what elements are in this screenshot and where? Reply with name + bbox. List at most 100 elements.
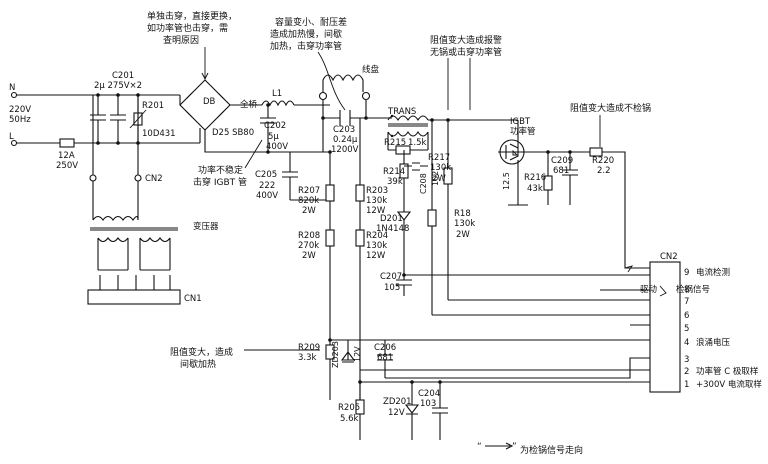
pin-4: 4 [684, 338, 689, 348]
r18-value: 130k [454, 219, 475, 229]
a6-line-0: 阻值变大，造成 [170, 346, 233, 358]
a5-line-1: 击穿 IGBT 管 [193, 176, 247, 188]
r209-name: R209 [298, 343, 320, 353]
fuse-value: 12A [58, 151, 75, 161]
r203-power: 12W [366, 206, 386, 216]
c202: C202 5μ 400V [260, 103, 288, 154]
r208-name: R208 [298, 231, 320, 241]
pin-1-label: +300V 电流取样 [696, 379, 762, 390]
d201: D201 1N4148 [376, 205, 412, 265]
cn1-box [87, 289, 181, 305]
coil-name: 线盘 [362, 64, 380, 75]
fuse [59, 138, 75, 148]
zd201-name: ZD201 [383, 397, 412, 407]
c206-value: 681 [377, 353, 393, 363]
pin-1: 1 [684, 380, 689, 390]
r208-power: 2W [302, 251, 316, 261]
trans-name: TRANS [387, 107, 416, 117]
r215 [395, 145, 411, 155]
r204-name: R204 [366, 231, 388, 241]
n-label: N [9, 83, 15, 93]
c205-name: C205 [255, 170, 277, 180]
pin-2: 2 [684, 367, 689, 377]
r203-value: 130k [366, 196, 387, 206]
db-part: D25 SB80 [212, 128, 254, 138]
igbt: IGBT 功率管 12.5 [498, 117, 536, 206]
a2-line-2: 加热，击穿功率管 [270, 40, 342, 52]
r204-power: 12W [366, 251, 386, 261]
r207-power: 2W [302, 206, 316, 216]
c204-name: C204 [418, 389, 440, 399]
drive-label: 驱动 [640, 284, 658, 295]
a1-line-0: 单独击穿，直接更换， [147, 10, 237, 22]
c201-cap1 [90, 95, 106, 143]
cn2-connector: CN2 9 电流检测 8 检锅信号 驱动 7 6 5 4 浪涌电压 3 2 功率… [640, 252, 762, 393]
pin-9-label: 电流检测 [696, 267, 730, 278]
fuse-rating: 250V [56, 161, 78, 171]
r207 [325, 184, 335, 202]
c203-value: 0.24μ [333, 135, 358, 145]
pin-3: 3 [684, 355, 689, 365]
c205: C205 222 400V [255, 152, 298, 201]
c205-voltage: 400V [256, 191, 278, 201]
transformer: CN2 变压器 CN1 [87, 95, 219, 305]
legend-quote-close: ” [512, 442, 517, 452]
r201-part: 10D431 [142, 129, 176, 139]
zd203-value: 12V [353, 346, 362, 362]
r207-name: R207 [298, 186, 320, 196]
legend-quote: “ [477, 442, 482, 452]
annotation-bridge: 单独击穿，直接更换， 如功率管也击穿，需 查明原因 [147, 10, 237, 81]
r216-value: 43k [527, 184, 543, 194]
r220 [589, 147, 603, 157]
zd203-name: ZD203 [331, 341, 340, 368]
r18-power: 2W [456, 230, 470, 240]
r217-power: 2W [432, 174, 446, 184]
wire-pin3 [385, 357, 650, 379]
c208-name: C208 [419, 173, 428, 194]
c207-value: 105 [384, 283, 400, 293]
trans: TRANS [387, 107, 429, 138]
c207: C207 105 [380, 265, 412, 296]
pin-6: 6 [684, 311, 689, 321]
freq-label: 50Hz [9, 115, 31, 125]
r216-name: R216 [524, 173, 546, 183]
c206-name: C206 [374, 343, 396, 353]
c203-voltage: 1200V [331, 145, 359, 155]
coil-section: 线盘 C203 0.24μ 1200V [318, 64, 380, 155]
zd201-value: 12V [388, 408, 405, 418]
legend-text: 为检锅信号走向 [520, 444, 583, 456]
c203-name: C203 [333, 125, 355, 135]
a1-line-2: 查明原因 [163, 34, 199, 46]
r217-value: 130k [430, 163, 451, 173]
r208 [325, 229, 335, 247]
annotation-r220: 阻值变大造成不检锅 [570, 102, 651, 147]
c208-value: 102 [431, 171, 440, 186]
a5-line-0: 功率不稳定 [198, 164, 243, 176]
c202-name: C202 [264, 121, 286, 131]
voltage-label: 220V [9, 105, 31, 115]
igbt-value: 12.5 [502, 172, 511, 190]
cn2-left-name: CN2 [145, 174, 163, 184]
transformer-name: 变压器 [193, 221, 219, 232]
r207-value: 820k [298, 196, 319, 206]
r214-value: 39k [387, 177, 403, 187]
c202-value: 5μ [268, 132, 279, 142]
lower-network: R209 3.3k ZD203 12V C206 681 R205 5.6k Z… [298, 338, 650, 440]
n-terminal [10, 91, 18, 99]
r201: R201 10D431 [129, 93, 176, 145]
pin-4-label: 浪涌电压 [696, 337, 731, 348]
wire-db-neg [204, 130, 330, 153]
annotation-r209: 阻值变大，造成 间歇加热 [170, 346, 320, 370]
l-label: L [9, 132, 14, 142]
r214-name: R214 [383, 167, 405, 177]
r204 [355, 229, 365, 247]
r18: R18 130k 2W [427, 118, 475, 315]
pin-2-label: 功率管 C 极取样 [696, 366, 759, 377]
annotation-c203: 容量变小、耐压差 造成加热慢，间歇 加热，击穿功率管 [270, 16, 347, 111]
a4: 阻值变大造成不检锅 [570, 102, 651, 114]
mains-input: N L 220V 50Hz [9, 83, 31, 147]
pin-9: 9 [684, 268, 689, 278]
r220-name: R220 [592, 156, 614, 166]
c201-value: 2μ 275V×2 [94, 81, 142, 91]
